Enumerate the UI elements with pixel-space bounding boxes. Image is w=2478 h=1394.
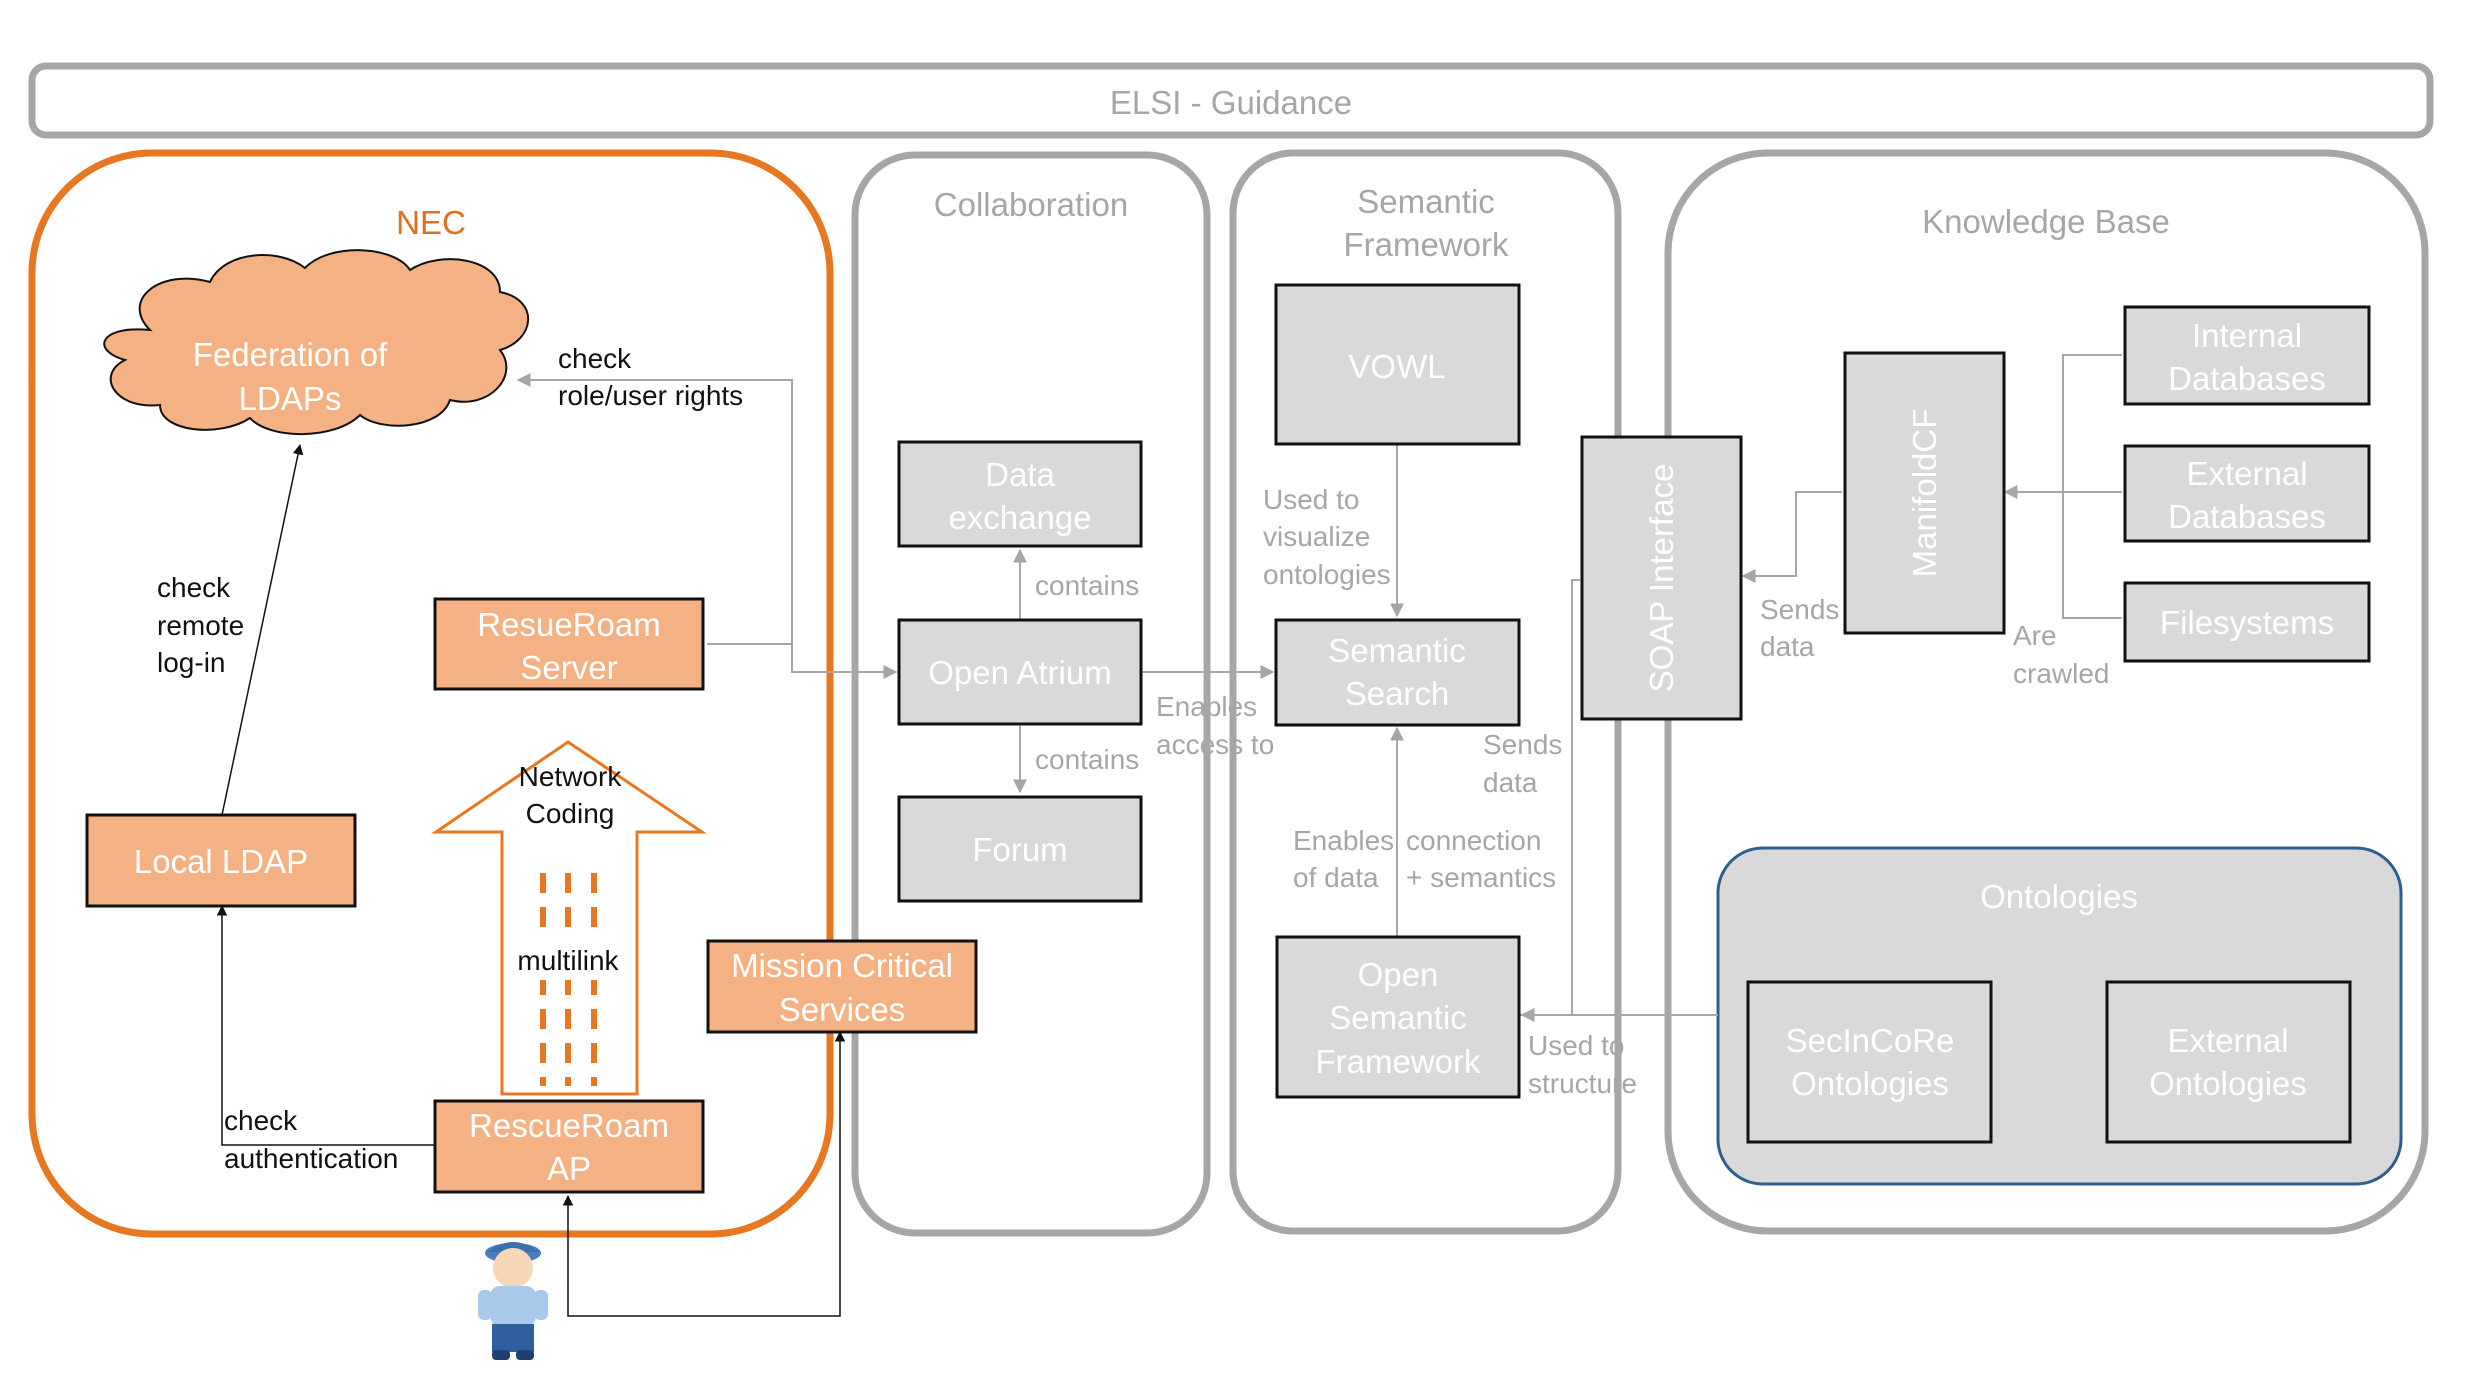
- structure-note-line2: structure: [1528, 1068, 1637, 1099]
- ontologies-title: Ontologies: [1980, 878, 2138, 915]
- internal-databases-box[interactable]: Internal Databases: [2123, 305, 2371, 406]
- elsi-banner-label: ELSI - Guidance: [1110, 84, 1352, 121]
- connector-server-to-atrium: [707, 643, 898, 679]
- enables-left-line1: Enables: [1293, 825, 1394, 856]
- external-ontologies-box[interactable]: External Ontologies: [2105, 980, 2352, 1144]
- mission-line2: Services: [779, 991, 906, 1028]
- filesystems-box[interactable]: Filesystems: [2123, 581, 2371, 663]
- ap-line1: RescueRoam: [469, 1107, 669, 1144]
- soap-interface-box[interactable]: SOAP Interface: [1580, 435, 1743, 721]
- knowledge-base-title: Knowledge Base: [1922, 203, 2170, 240]
- vowl-note-line2: visualize: [1263, 521, 1370, 552]
- vowl-box[interactable]: VOWL: [1274, 283, 1521, 446]
- forum-label: Forum: [972, 831, 1067, 868]
- local-ldap-box[interactable]: Local LDAP: [85, 813, 357, 908]
- open-semantic-framework-box[interactable]: Open Semantic Framework: [1275, 935, 1521, 1099]
- server-line2: Server: [520, 649, 617, 686]
- external-db-line2: Databases: [2168, 498, 2326, 535]
- manifoldcf-label: ManifoldCF: [1906, 409, 1943, 578]
- external-databases-box[interactable]: External Databases: [2123, 444, 2371, 543]
- open-atrium-label: Open Atrium: [928, 654, 1111, 691]
- ap-line2: AP: [547, 1150, 591, 1187]
- osf-line3: Framework: [1315, 1043, 1481, 1080]
- soap-interface-label: SOAP Interface: [1643, 464, 1680, 693]
- role-rights-note-line1: check: [558, 343, 632, 374]
- rescueroam-ap-box[interactable]: RescueRoam AP: [433, 1099, 705, 1194]
- multilink-label: multilink: [517, 945, 619, 976]
- enables-right-line1: connection: [1406, 825, 1541, 856]
- rescueroam-server-box[interactable]: ResueRoam Server: [433, 597, 705, 691]
- external-ontologies-line1: External: [2167, 1022, 2288, 1059]
- auth-note-line1: check: [224, 1105, 298, 1136]
- police-officer-icon[interactable]: [478, 1242, 548, 1360]
- remote-login-note-line1: check: [157, 572, 231, 603]
- black-connectors: [216, 443, 846, 1317]
- secincore-line1: SecInCoRe: [1786, 1022, 1955, 1059]
- vowl-note-line3: ontologies: [1263, 559, 1391, 590]
- external-db-line1: External: [2186, 455, 2307, 492]
- nec-title: NEC: [396, 204, 466, 241]
- enables-left-line2: of data: [1293, 862, 1379, 893]
- auth-note-line2: authentication: [224, 1143, 398, 1174]
- data-exchange-line2: exchange: [948, 499, 1091, 536]
- search-sends-data-line2: data: [1483, 767, 1538, 798]
- mission-critical-services-box[interactable]: Mission Critical Services: [706, 939, 978, 1034]
- contains-down-label: contains: [1035, 744, 1139, 775]
- crawled-note-line2: crawled: [2013, 658, 2109, 689]
- connector-user-to-ap: [567, 1030, 846, 1317]
- soap-sends-data-line1: Sends: [1760, 594, 1839, 625]
- enables-right-line2: + semantics: [1406, 862, 1556, 893]
- enables-access-line2: access to: [1156, 729, 1274, 760]
- grey-connectors: [516, 354, 2122, 1022]
- search-sends-data-line1: Sends: [1483, 729, 1562, 760]
- network-coding-arrow: Network Coding multilink: [431, 740, 707, 1096]
- network-coding-line1: Network: [519, 761, 623, 792]
- forum-box[interactable]: Forum: [897, 795, 1143, 903]
- external-ontologies-line2: Ontologies: [2149, 1065, 2307, 1102]
- federation-line2: LDAPs: [239, 380, 342, 417]
- open-atrium-box[interactable]: Open Atrium: [897, 618, 1143, 726]
- remote-login-note-line2: remote: [157, 610, 244, 641]
- manifoldcf-box[interactable]: ManifoldCF: [1843, 351, 2006, 635]
- structure-note-line1: Used to: [1528, 1030, 1625, 1061]
- osf-line2: Semantic: [1329, 999, 1467, 1036]
- internal-db-line2: Databases: [2168, 360, 2326, 397]
- soap-sends-data-line2: data: [1760, 631, 1815, 662]
- local-ldap-label: Local LDAP: [134, 843, 308, 880]
- federation-of-ldaps-cloud[interactable]: Federation of LDAPs: [103, 249, 530, 436]
- osf-line1: Open: [1358, 956, 1439, 993]
- connector-sources-bracket: [2062, 354, 2122, 619]
- filesystems-label: Filesystems: [2160, 604, 2334, 641]
- crawled-note-line1: Are: [2013, 620, 2057, 651]
- semantic-framework-title-line2: Framework: [1343, 226, 1509, 263]
- connector-local-ldap-to-federation: [221, 443, 304, 816]
- elsi-banner: ELSI - Guidance: [28, 62, 2434, 139]
- federation-line1: Federation of: [193, 336, 388, 373]
- semantic-search-box[interactable]: Semantic Search: [1274, 618, 1521, 727]
- connector-manifold-to-soap: [1741, 491, 1842, 583]
- semantic-framework-title-line1: Semantic: [1357, 183, 1495, 220]
- secincore-line2: Ontologies: [1791, 1065, 1949, 1102]
- data-exchange-box[interactable]: Data exchange: [897, 440, 1143, 548]
- data-exchange-line1: Data: [985, 456, 1055, 493]
- connector-ap-to-local-ldap: [216, 904, 435, 1146]
- semantic-search-line1: Semantic: [1328, 632, 1466, 669]
- mission-line1: Mission Critical: [731, 947, 953, 984]
- role-rights-note-line2: role/user rights: [558, 380, 743, 411]
- vowl-note-line1: Used to: [1263, 484, 1360, 515]
- collaboration-title: Collaboration: [934, 186, 1128, 223]
- server-line1: ResueRoam: [477, 606, 660, 643]
- enables-access-line1: Enables: [1156, 691, 1257, 722]
- internal-db-line1: Internal: [2192, 317, 2302, 354]
- connector-rights-to-federation: [516, 373, 793, 644]
- secincore-ontologies-box[interactable]: SecInCoRe Ontologies: [1746, 980, 1993, 1144]
- remote-login-note-line3: log-in: [157, 647, 225, 678]
- vowl-label: VOWL: [1348, 348, 1445, 385]
- contains-up-label: contains: [1035, 570, 1139, 601]
- semantic-search-line2: Search: [1345, 675, 1450, 712]
- network-coding-line2: Coding: [526, 798, 615, 829]
